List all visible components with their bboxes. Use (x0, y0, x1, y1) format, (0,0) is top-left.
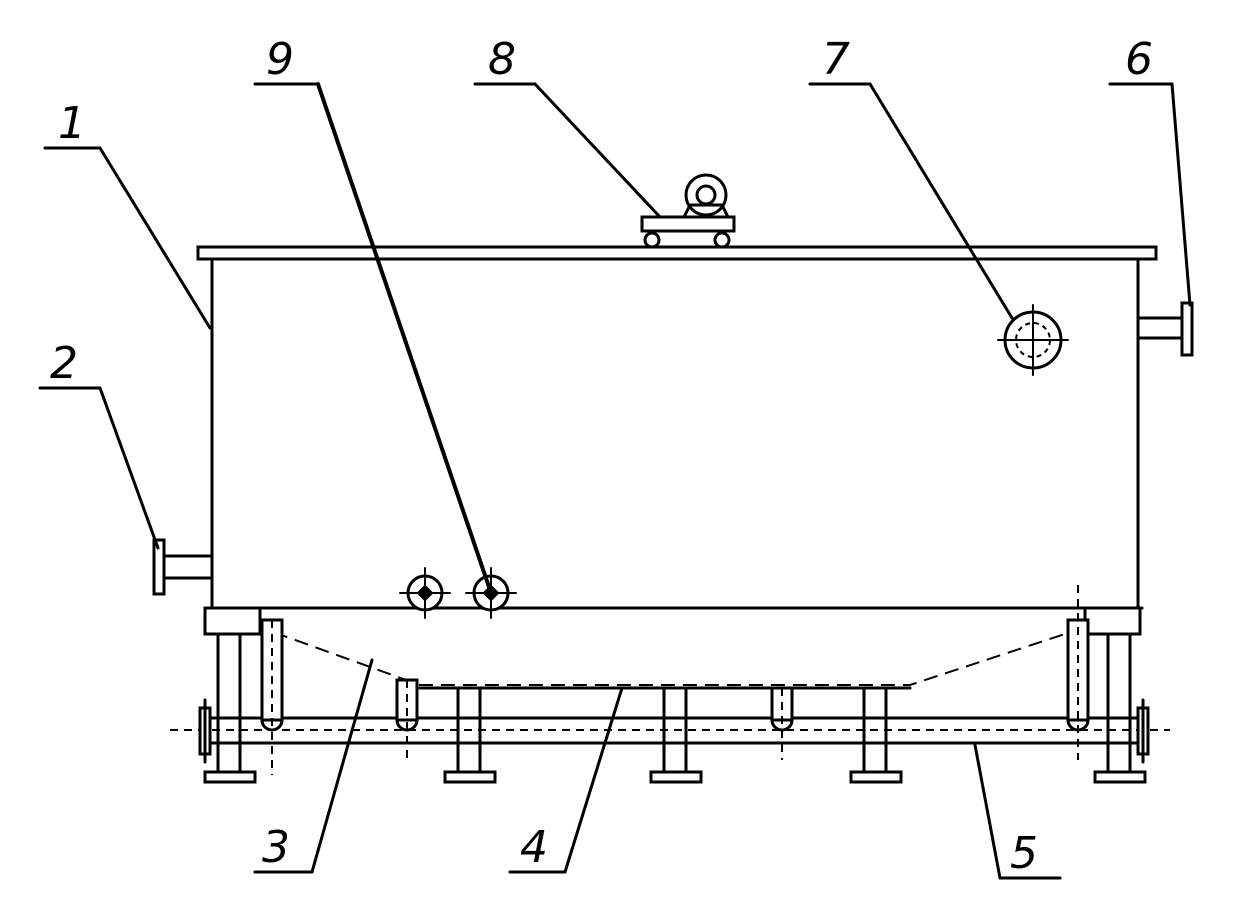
label-2: 2 (50, 338, 78, 389)
label-1: 1 (58, 98, 86, 149)
label-3: 3 (262, 822, 290, 873)
motor-trolley (640, 173, 736, 249)
label-9: 9 (266, 34, 294, 85)
support-legs (203, 632, 1147, 784)
label-8: 8 (488, 34, 516, 85)
leader-lines (38, 82, 1192, 880)
tank-body (196, 245, 1158, 690)
part-labels: 1 2 3 4 5 6 7 8 9 (50, 34, 1153, 879)
label-6: 6 (1125, 34, 1153, 85)
sight-glass (997, 304, 1069, 376)
label-4: 4 (520, 822, 548, 873)
outlet-nozzle (1136, 301, 1194, 357)
sample-ports (399, 567, 517, 619)
drain-manifold-pipe (170, 698, 1170, 764)
label-7: 7 (822, 34, 850, 85)
drain-branches (260, 585, 1090, 775)
inlet-nozzle (152, 538, 214, 596)
label-5: 5 (1010, 828, 1038, 879)
